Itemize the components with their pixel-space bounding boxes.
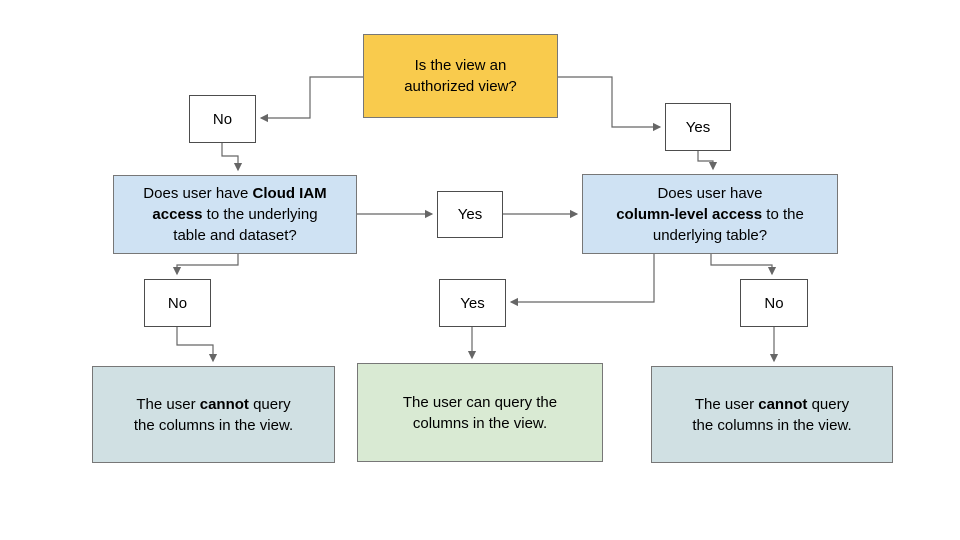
result-text: columns in the view.: [412, 414, 548, 432]
branch-label: No: [212, 110, 233, 128]
question-text-line: underlying table?: [653, 225, 767, 246]
branch-label: Yes: [457, 206, 483, 223]
connector-no2-to-result-left: [176, 327, 218, 363]
question-text-bold: column-level access: [616, 205, 763, 223]
node-root-question: Is the view an authorized view?: [363, 34, 558, 118]
node-result-cannot-left: The user cannot query the columns in the…: [92, 366, 335, 463]
result-text-line: The user cannot query: [695, 394, 849, 415]
question-text: Does user have: [143, 185, 253, 202]
node-result-cannot-right: The user cannot query the columns in the…: [651, 366, 893, 463]
question-text-line: Does user have Cloud IAM: [143, 183, 326, 204]
node-no-branch-3: No: [740, 279, 808, 327]
node-yes-branch-1: Yes: [665, 103, 731, 151]
question-text-line: Is the view an: [414, 57, 507, 74]
connector-cls-to-no3: [710, 254, 777, 276]
question-text: to the: [762, 205, 804, 223]
result-text: The user: [694, 395, 759, 413]
result-text: the columns in the view.: [692, 416, 852, 434]
result-text-line: the columns in the view.: [134, 415, 293, 436]
result-text: The user: [136, 395, 200, 413]
question-text-bold: access: [152, 206, 203, 223]
result-text-bold: cannot: [758, 395, 808, 413]
question-text-line: access to the underlying: [152, 204, 317, 225]
connector-root-to-no1: [259, 76, 363, 123]
question-text-line: table and dataset?: [173, 225, 296, 246]
branch-label: Yes: [460, 294, 485, 312]
question-text: table and dataset?: [173, 227, 297, 244]
connector-root-to-yes1: [558, 76, 662, 132]
question-text-line: authorized view?: [404, 78, 517, 95]
node-yes-branch-mid: Yes: [437, 191, 503, 238]
node-result-can-center: The user can query the columns in the vi…: [357, 363, 603, 462]
result-text: The user can query the: [402, 393, 558, 411]
branch-label: Yes: [685, 118, 711, 136]
connector-yes1-to-cls-question: [697, 151, 718, 171]
question-text: to the underlying: [202, 206, 318, 223]
question-text: Does user have: [657, 184, 763, 202]
connector-no1-to-iam-question: [221, 143, 243, 172]
question-text-line: column-level access to the: [616, 204, 804, 225]
branch-label: No: [167, 294, 188, 312]
node-column-level-question: Does user have column-level access to th…: [582, 174, 838, 254]
result-text-line: The user can query the: [403, 392, 557, 413]
branch-label: No: [764, 294, 784, 312]
node-no-branch-2: No: [144, 279, 211, 327]
result-text-line: The user cannot query: [136, 394, 290, 415]
node-iam-question: Does user have Cloud IAM access to the u…: [113, 175, 357, 254]
question-text-bold: Cloud IAM: [252, 185, 327, 202]
result-text: query: [248, 395, 291, 413]
question-text: underlying table?: [652, 226, 768, 244]
question-text-line: Does user have: [657, 183, 762, 204]
result-text-line: the columns in the view.: [692, 415, 851, 436]
result-text-bold: cannot: [199, 395, 249, 413]
result-text: the columns in the view.: [133, 416, 294, 434]
node-no-branch-1: No: [189, 95, 256, 143]
result-text: query: [807, 395, 850, 413]
connector-cls-to-yes2: [509, 254, 655, 307]
connector-iam-to-no2: [172, 254, 239, 276]
result-text-line: columns in the view.: [413, 413, 547, 434]
node-yes-branch-2: Yes: [439, 279, 506, 327]
